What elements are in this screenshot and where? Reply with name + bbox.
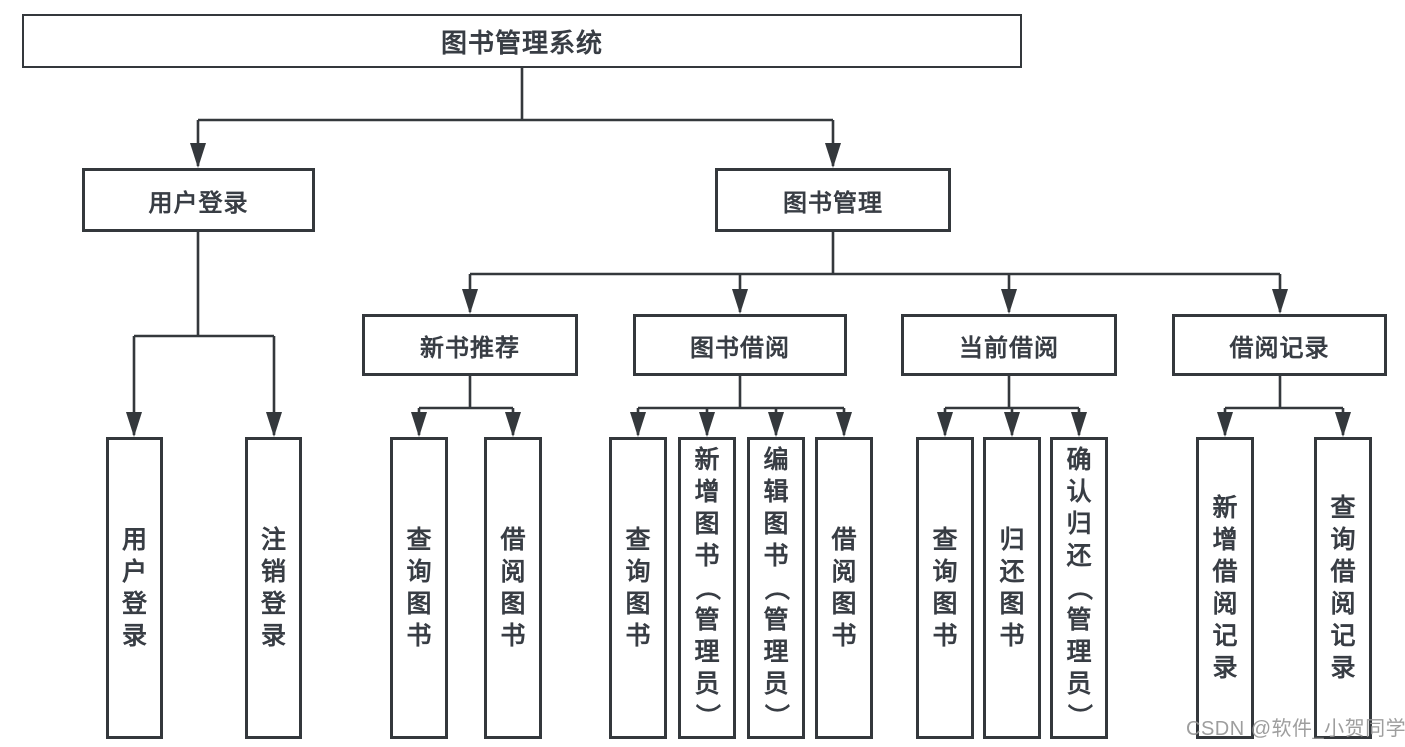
- arrow-down-icon: [462, 289, 478, 314]
- node-current-borrow: 当前借阅: [901, 314, 1117, 376]
- node-book-borrow: 图书借阅: [633, 314, 847, 376]
- arrow-down-icon: [1272, 289, 1288, 314]
- leaf-query-books: 查询图书: [609, 437, 667, 739]
- leaf-borrow-books: 借阅图书: [484, 437, 542, 739]
- arrow-down-icon: [1335, 412, 1351, 437]
- leaf-query-books: 查询图书: [390, 437, 448, 739]
- arrow-down-icon: [190, 143, 206, 168]
- leaf-logout: 注销登录: [245, 437, 302, 739]
- node-root-system: 图书管理系统: [22, 14, 1022, 68]
- arrow-down-icon: [732, 289, 748, 314]
- arrow-down-icon: [411, 412, 427, 437]
- connector-path: [468, 232, 1282, 312]
- csdn-watermark: CSDN @软件_小贺同学: [1186, 718, 1405, 740]
- leaf-add-borrow-record: 新增借阅记录: [1196, 437, 1254, 739]
- connector-path: [636, 376, 846, 435]
- leaf-query-books: 查询图书: [916, 437, 974, 739]
- node-new-book-recommend: 新书推荐: [362, 314, 578, 376]
- arrow-down-icon: [126, 412, 142, 437]
- arrow-down-icon: [1004, 412, 1020, 437]
- leaf-query-borrow-record: 查询借阅记录: [1314, 437, 1372, 739]
- leaf-user-login: 用户登录: [106, 437, 163, 739]
- arrow-down-icon: [266, 412, 282, 437]
- arrow-down-icon: [836, 412, 852, 437]
- arrow-down-icon: [699, 412, 715, 437]
- arrowheads: [126, 143, 1351, 437]
- node-book-manage: 图书管理: [715, 168, 951, 232]
- arrow-down-icon: [1001, 289, 1017, 314]
- leaf-confirm-return-admin: 确认归还（管理员）: [1050, 437, 1108, 739]
- arrow-down-icon: [1217, 412, 1233, 437]
- connector-path: [417, 376, 515, 435]
- arrow-down-icon: [505, 412, 521, 437]
- leaf-add-books-admin: 新增图书（管理员）: [678, 437, 736, 739]
- connector-path: [196, 68, 835, 166]
- node-borrow-records: 借阅记录: [1172, 314, 1387, 376]
- arrow-down-icon: [937, 412, 953, 437]
- leaf-edit-books-admin: 编辑图书（管理员）: [747, 437, 805, 739]
- connector-path: [1223, 376, 1345, 435]
- connector-path: [132, 232, 276, 435]
- arrow-down-icon: [825, 143, 841, 168]
- arrow-down-icon: [1071, 412, 1087, 437]
- arrow-down-icon: [768, 412, 784, 437]
- leaf-return-books: 归还图书: [983, 437, 1041, 739]
- leaf-borrow-books: 借阅图书: [815, 437, 873, 739]
- node-user-login: 用户登录: [82, 168, 315, 232]
- arrow-down-icon: [630, 412, 646, 437]
